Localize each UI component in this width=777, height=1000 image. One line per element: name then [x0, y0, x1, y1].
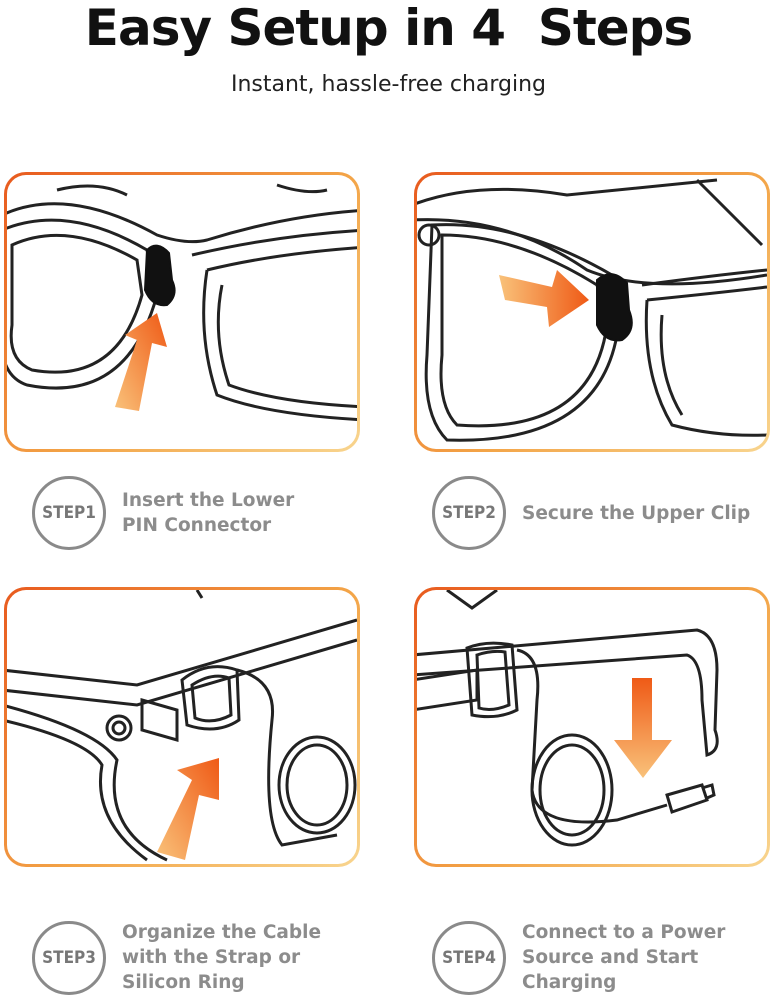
step3-line: with the Strap or	[122, 947, 301, 968]
step3-illustration	[4, 587, 360, 867]
step4-illustration	[414, 587, 770, 867]
step3-line: Organize the Cable	[122, 922, 322, 943]
page-subtitle: Instant, hassle-free charging	[230, 72, 547, 97]
step4-line: Connect to a Power	[522, 922, 726, 943]
page-title: Easy Setup in 4 Steps	[84, 0, 693, 57]
step1-description: Insert the Lower PIN Connector	[122, 488, 294, 538]
step1-badge: STEP1	[32, 476, 106, 550]
step2-line: Secure the Upper Clip	[522, 502, 751, 524]
glasses-cable-strap-drawing	[7, 590, 357, 862]
step1-illustration	[4, 172, 360, 452]
step1-line: PIN Connector	[122, 515, 272, 536]
step4-badge: STEP4	[432, 920, 506, 995]
step1-row: STEP1 Insert the Lower PIN Connector	[32, 476, 294, 550]
step1-line: Insert the Lower	[122, 490, 295, 511]
step3-badge: STEP3	[32, 920, 106, 995]
step3-line: Silicon Ring	[122, 972, 245, 993]
step2-row: STEP2 Secure the Upper Clip	[432, 476, 750, 550]
glasses-lower-connector-drawing	[7, 183, 357, 421]
glasses-power-connection-drawing	[417, 590, 719, 847]
step2-description: Secure the Upper Clip	[522, 501, 750, 526]
step4-line: Charging	[522, 972, 617, 993]
step4-line: Source and Start	[522, 947, 699, 968]
step4-row: STEP4 Connect to a Power Source and Star…	[432, 920, 725, 995]
step3-row: STEP3 Organize the Cable with the Strap …	[32, 920, 321, 995]
step2-badge: STEP2	[432, 476, 506, 550]
step2-illustration	[414, 172, 770, 452]
step3-description: Organize the Cable with the Strap or Sil…	[122, 920, 321, 995]
glasses-upper-clip-drawing	[417, 178, 767, 442]
step4-description: Connect to a Power Source and Start Char…	[522, 920, 725, 995]
